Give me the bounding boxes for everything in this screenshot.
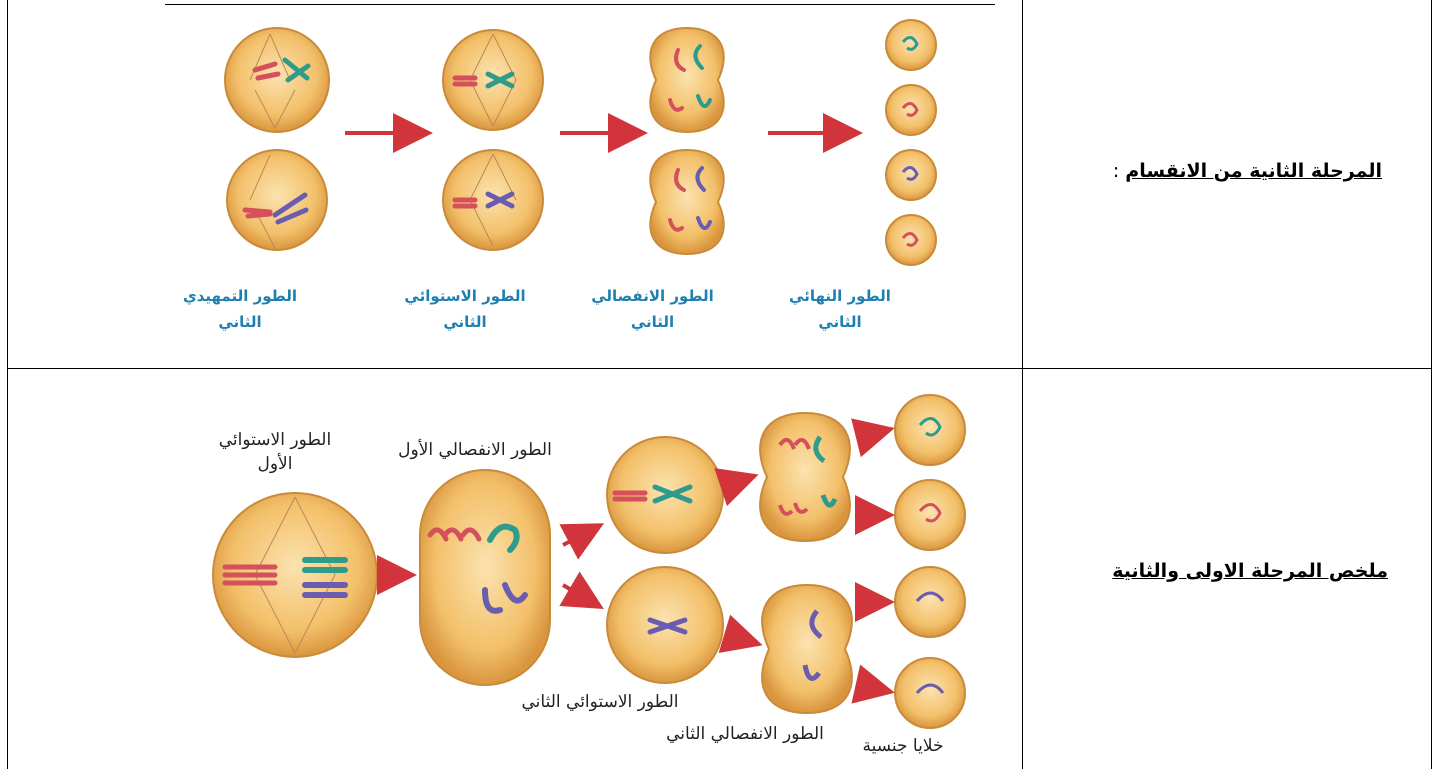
telophase-ii-cells: [886, 20, 936, 265]
caption-anaphase-ii: الطور الانفصالي الثاني: [580, 283, 725, 335]
row2-label: ملخص المرحلة الاولى والثانية: [1112, 560, 1388, 582]
caption-metaphase-ii: الطور الاستوائي الثاني: [395, 283, 535, 335]
metaphase-ii-cell-upper: [607, 437, 723, 553]
caption-anaphase-ii-summary-text: الطور الانفصالي الثاني: [640, 722, 850, 746]
arrow-gamete-1: [867, 430, 887, 435]
caption-metaphase-i-line1: الطور الاستوائي: [200, 428, 350, 452]
caption-anaphase-ii-line2: الثاني: [580, 309, 725, 335]
caption-metaphase-ii-line2: الثاني: [395, 309, 535, 335]
table-left-border: [7, 0, 8, 769]
caption-prophase-ii-line1: الطور التمهيدي: [170, 283, 310, 309]
anaphase-ii-cell-top: [650, 28, 724, 132]
caption-metaphase-ii-summary-text: الطور الاستوائي الثاني: [495, 690, 705, 714]
row1-label-text: المرحلة الثانية من الانقسام: [1125, 160, 1382, 182]
caption-metaphase-ii-line1: الطور الاستوائي: [395, 283, 535, 309]
row1-label-suffix: :: [1113, 160, 1125, 182]
caption-anaphase-ii-summary: الطور الانفصالي الثاني: [640, 722, 850, 746]
arrow-m2-a2-upper: [727, 477, 751, 485]
anaphase-i-cell: [420, 470, 550, 685]
row2-label-text: ملخص المرحلة الاولى والثانية: [1112, 560, 1388, 582]
arrow-a1-m2-lower: [563, 585, 597, 605]
anaphase-ii-cell-bottom: [650, 150, 724, 254]
caption-telophase-ii-line1: الطور النهائي: [770, 283, 910, 309]
prophase-ii-cell-top: [225, 28, 329, 132]
metaphase-ii-cell-top: [443, 30, 543, 130]
table-column-divider: [1022, 0, 1023, 769]
caption-telophase-ii: الطور النهائي الثاني: [770, 283, 910, 335]
anaphase-ii-cell-lower: [762, 585, 852, 713]
prophase-ii-cell-bottom: [227, 150, 327, 250]
caption-anaphase-ii-line1: الطور الانفصالي: [580, 283, 725, 309]
table-top-border-left: [165, 4, 995, 5]
table-row-divider: [7, 368, 1432, 369]
metaphase-i-cell: [213, 493, 377, 657]
gamete-cells: [895, 395, 965, 728]
caption-gametes-text: خلايا جنسية: [848, 734, 958, 758]
caption-metaphase-ii-summary: الطور الاستوائي الثاني: [495, 690, 705, 714]
caption-telophase-ii-line2: الثاني: [770, 309, 910, 335]
caption-anaphase-i-text: الطور الانفصالي الأول: [375, 438, 575, 462]
caption-metaphase-i: الطور الاستوائي الأول: [200, 428, 350, 476]
meiosis-ii-figure: [165, 10, 1015, 300]
arrow-a1-m2-upper: [563, 527, 597, 545]
row1-label: المرحلة الثانية من الانقسام :: [1113, 160, 1382, 182]
caption-prophase-ii: الطور التمهيدي الثاني: [170, 283, 310, 335]
metaphase-ii-cell-lower: [607, 567, 723, 683]
arrow-gamete-4: [869, 687, 887, 691]
caption-metaphase-i-line2: الأول: [200, 452, 350, 476]
anaphase-ii-cell-upper: [760, 413, 850, 541]
caption-gametes: خلايا جنسية: [848, 734, 958, 758]
arrow-m2-a2-lower: [735, 637, 755, 643]
caption-anaphase-i: الطور الانفصالي الأول: [375, 438, 575, 462]
table-right-border: [1431, 0, 1432, 769]
caption-prophase-ii-line2: الثاني: [170, 309, 310, 335]
metaphase-ii-cell-bottom: [443, 150, 543, 250]
